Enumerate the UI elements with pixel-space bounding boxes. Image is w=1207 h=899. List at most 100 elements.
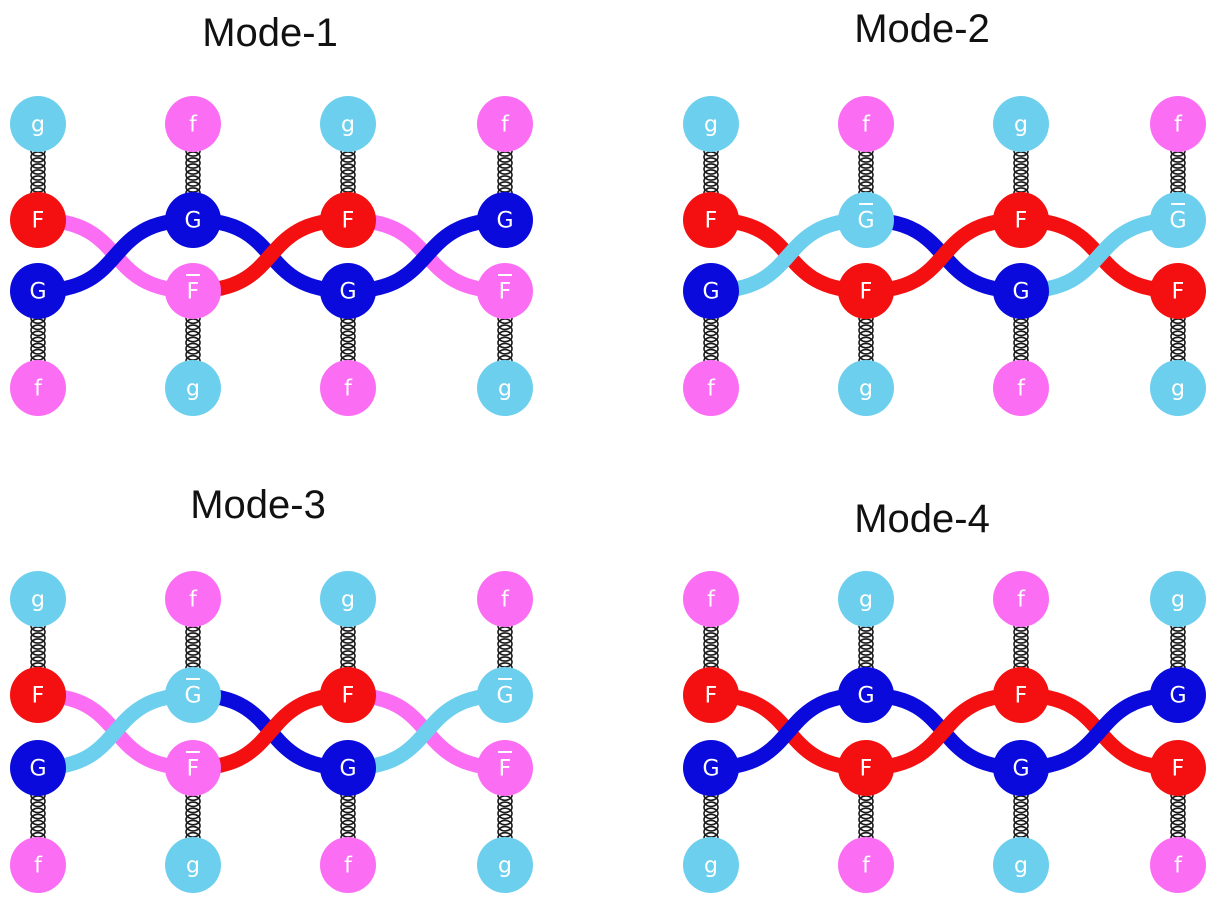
upper-node-circle xyxy=(10,192,66,248)
upper-node-circle xyxy=(1150,192,1206,248)
bottom-node-label: f xyxy=(1174,854,1183,879)
spring-coil xyxy=(703,650,719,662)
spring-coil xyxy=(185,330,201,343)
spring-coil xyxy=(703,342,719,355)
spring-coil xyxy=(30,632,46,644)
lower-node-circle xyxy=(838,263,894,319)
spring-coil xyxy=(858,650,874,662)
spring-coil xyxy=(30,175,46,187)
spring-coil xyxy=(340,157,356,169)
top-spring xyxy=(703,145,719,199)
top-node: f xyxy=(165,96,221,152)
top-node-label: g xyxy=(341,588,355,613)
spring-coil xyxy=(1013,181,1029,193)
spring-coil xyxy=(340,324,356,337)
connector-band xyxy=(340,212,513,299)
top-node-label: g xyxy=(859,588,873,613)
top-node-label: f xyxy=(501,113,510,138)
lower-node-label: F xyxy=(860,280,873,305)
bottom-spring xyxy=(340,789,356,844)
spring-coil xyxy=(340,175,356,187)
lower-node-circle xyxy=(683,740,739,796)
spring-coil xyxy=(703,795,719,808)
spring-coil xyxy=(497,157,513,169)
lower-node-circle xyxy=(993,740,1049,796)
spring-coil xyxy=(340,638,356,650)
bottom-node-label: g xyxy=(186,377,200,402)
lower-node-circle xyxy=(1150,263,1206,319)
spring-coil xyxy=(185,181,201,193)
lower-node-label: G xyxy=(1012,280,1029,305)
spring-coil xyxy=(185,318,201,331)
upper-node: F xyxy=(993,192,1049,248)
spring-coil xyxy=(185,324,201,337)
bottom-node-circle xyxy=(10,837,66,893)
spring-coil xyxy=(1013,819,1029,832)
upper-node-circle xyxy=(993,192,1049,248)
lower-node-circle xyxy=(320,740,376,796)
spring-coil xyxy=(703,157,719,169)
spring-coil xyxy=(703,801,719,814)
spring-coil xyxy=(185,825,201,838)
upper-node: F xyxy=(320,192,376,248)
bottom-node: g xyxy=(838,360,894,416)
bottom-node-label: g xyxy=(186,854,200,879)
top-node: f xyxy=(683,571,739,627)
spring-coil xyxy=(185,157,201,169)
bottom-node-circle xyxy=(10,360,66,416)
spring-coil xyxy=(703,813,719,826)
bottom-spring xyxy=(1170,312,1186,367)
top-spring xyxy=(340,145,356,199)
spring-coil xyxy=(703,151,719,163)
spring-coil xyxy=(858,318,874,331)
bottom-spring xyxy=(497,789,513,844)
top-node: g xyxy=(10,571,66,627)
bottom-node-circle xyxy=(165,360,221,416)
bottom-spring xyxy=(858,789,874,844)
spring-coil xyxy=(703,330,719,343)
top-spring xyxy=(30,145,46,199)
spring-coil xyxy=(858,157,874,169)
upper-node-label: G xyxy=(857,684,874,709)
spring-coil xyxy=(858,342,874,355)
lower-node-circle xyxy=(477,263,533,319)
spring-coil xyxy=(858,626,874,638)
spring-coil xyxy=(340,336,356,349)
band-layer xyxy=(30,212,513,299)
bottom-node-label: f xyxy=(862,854,871,879)
spring-coil xyxy=(1170,801,1186,814)
band-layer xyxy=(703,212,1186,299)
spring-coil xyxy=(185,638,201,650)
bottom-node-label: g xyxy=(498,377,512,402)
bottom-spring xyxy=(185,789,201,844)
spring-coil xyxy=(703,348,719,361)
top-node-circle xyxy=(838,96,894,152)
spring-coil xyxy=(1013,336,1029,349)
spring-coil xyxy=(30,795,46,808)
upper-node-circle xyxy=(838,667,894,723)
spring-coil xyxy=(1013,157,1029,169)
spring-coil xyxy=(497,644,513,656)
top-spring xyxy=(1013,145,1029,199)
bottom-node-circle xyxy=(477,360,533,416)
spring-coil xyxy=(1170,656,1186,668)
spring-coil xyxy=(30,169,46,181)
spring-coil xyxy=(497,825,513,838)
connector-band xyxy=(185,212,356,299)
lower-node-circle xyxy=(1150,740,1206,796)
spring-coil xyxy=(30,638,46,650)
spring-coil xyxy=(703,632,719,644)
spring-coil xyxy=(858,656,874,668)
upper-node-label: G xyxy=(496,684,513,709)
spring-coil xyxy=(185,644,201,656)
spring-coil xyxy=(1170,342,1186,355)
top-node-label: f xyxy=(862,113,871,138)
band-layer xyxy=(30,687,513,776)
bottom-node-circle xyxy=(320,837,376,893)
spring-coil xyxy=(1170,807,1186,820)
spring-coil xyxy=(703,644,719,656)
upper-node-label: G xyxy=(1169,684,1186,709)
lower-node: F xyxy=(838,263,894,319)
